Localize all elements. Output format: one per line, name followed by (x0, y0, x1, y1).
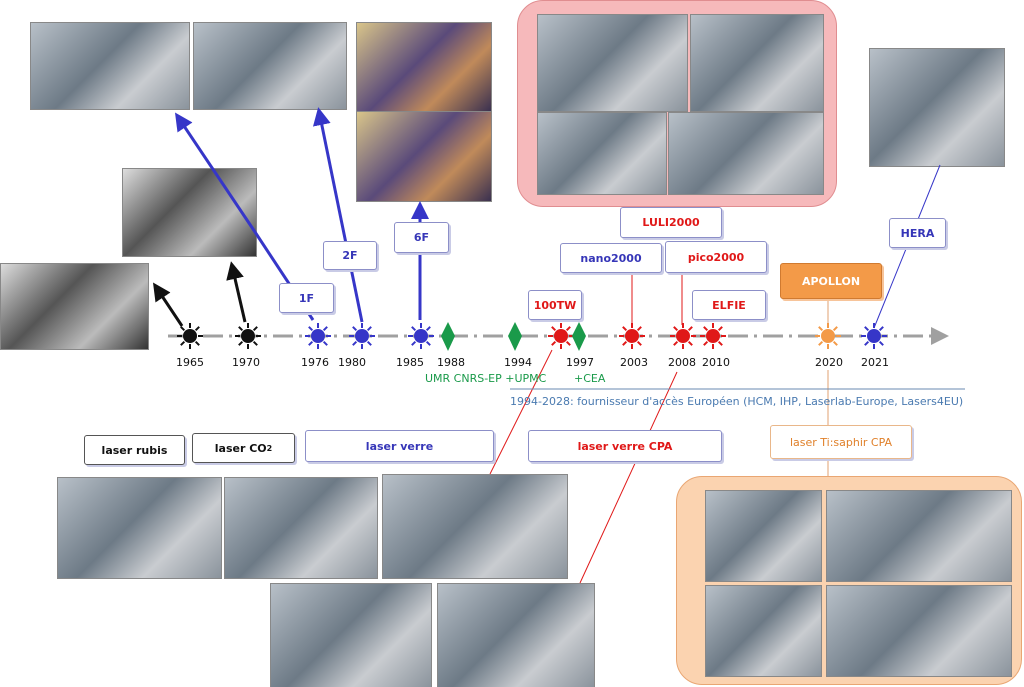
photo-apollon-3 (705, 585, 822, 677)
facility-pico2000: pico2000 (665, 241, 767, 273)
photo-1965-bw (0, 263, 149, 350)
sun-marker-icon (349, 323, 375, 349)
photo-verre-2 (224, 477, 378, 579)
year-label: 2021 (861, 356, 889, 369)
year-label: 2008 (668, 356, 696, 369)
facility-hera: HERA (889, 218, 946, 248)
european-access-label: 1994-2028: fournisseur d'accès Européen … (510, 395, 964, 408)
year-label: 1985 (396, 356, 424, 369)
laser-type-rubis: laser rubis (84, 435, 185, 465)
year-label: 1970 (232, 356, 260, 369)
photo-luli-room (690, 14, 824, 112)
photo-luli-chamber (537, 112, 667, 195)
photo-cpa-1 (270, 583, 432, 687)
facility-6f: 6F (394, 222, 449, 253)
sun-marker-icon (619, 323, 645, 349)
year-label: 2003 (620, 356, 648, 369)
diamond-marker-icon (572, 322, 586, 351)
facility-luli2000: LULI2000 (620, 207, 722, 238)
laser-type-co2-subscript: 2 (266, 443, 273, 453)
partner-cea-label: +CEA (574, 372, 606, 385)
facility-1f: 1F (279, 283, 334, 313)
facility-elfie: ELFIE (692, 290, 766, 320)
sun-marker-icon (861, 323, 887, 349)
year-label: 1980 (338, 356, 366, 369)
diamond-marker-icon (508, 322, 522, 351)
sun-marker-icon (815, 323, 841, 349)
laser-type-verre: laser verre (305, 430, 494, 462)
photo-100tw-chamber (382, 474, 568, 579)
year-label: 2010 (702, 356, 730, 369)
photo-6f-lab (356, 22, 492, 112)
photo-apollon-2 (826, 490, 1012, 582)
photo-apollon-4 (826, 585, 1012, 677)
laser-type-co2-text: laser CO (214, 441, 267, 455)
diamond-marker-icon (441, 322, 455, 351)
facility-2f: 2F (323, 241, 377, 270)
photo-1976-lab (30, 22, 190, 110)
laser-type-verre-cpa: laser verre CPA (528, 430, 722, 462)
sun-marker-icon (700, 323, 726, 349)
sun-marker-icon (548, 323, 574, 349)
facility-nano2000: nano2000 (560, 243, 662, 273)
facility-apollon: APOLLON (780, 263, 882, 299)
photo-1980-lab (193, 22, 347, 110)
photo-luli-hall (537, 14, 688, 112)
sun-marker-icon (177, 323, 203, 349)
photo-hera (869, 48, 1005, 167)
photo-1970-bw (122, 168, 257, 257)
sun-marker-icon (235, 323, 261, 349)
photo-cpa-2 (437, 583, 595, 687)
laser-type-tisaphir-cpa: laser Ti:saphir CPA (770, 425, 912, 459)
year-label: 1994 (504, 356, 532, 369)
year-label: 1976 (301, 356, 329, 369)
year-label: 1988 (437, 356, 465, 369)
photo-apollon-1 (705, 490, 822, 582)
photo-6f-chamber (356, 111, 492, 202)
year-label: 1965 (176, 356, 204, 369)
year-label: 2020 (815, 356, 843, 369)
facility-100tw: 100TW (528, 290, 582, 320)
sun-marker-icon (305, 323, 331, 349)
photo-luli-target (668, 112, 824, 195)
sun-marker-icon (408, 323, 434, 349)
sun-marker-icon (670, 323, 696, 349)
photo-verre-1 (57, 477, 222, 579)
partner-umr-label: UMR CNRS-EP +UPMC (425, 372, 547, 385)
year-label: 1997 (566, 356, 594, 369)
